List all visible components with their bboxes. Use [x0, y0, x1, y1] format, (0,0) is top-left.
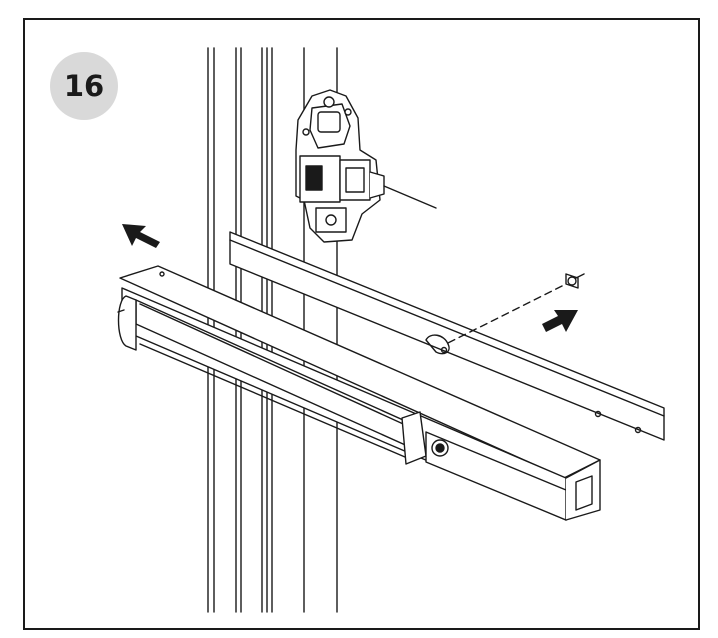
screw-icon [565, 273, 585, 289]
door-closer-body [117, 265, 601, 521]
arrow-right-icon [542, 310, 578, 332]
alignment-guide [445, 285, 563, 345]
cover-strip [229, 231, 665, 441]
step-number: 16 [63, 69, 105, 103]
mounting-bracket [295, 89, 437, 243]
step-number-badge: 16 [50, 52, 118, 120]
arrow-left-icon [122, 224, 160, 248]
